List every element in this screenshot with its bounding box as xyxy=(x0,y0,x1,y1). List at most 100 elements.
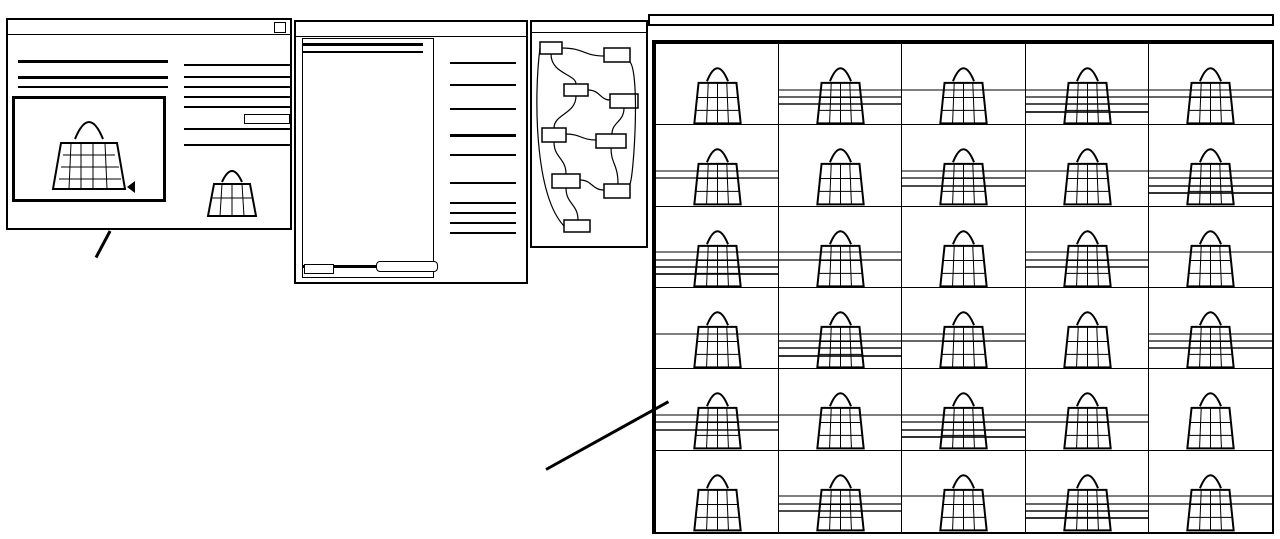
handbag-icon xyxy=(1026,44,1149,125)
handbag-icon xyxy=(902,288,1025,369)
node-graph-titlebar xyxy=(532,22,646,33)
result-thumbnail[interactable] xyxy=(778,450,903,533)
handbag-icon xyxy=(902,44,1025,125)
handbag-icon xyxy=(902,369,1025,450)
result-thumbnail[interactable] xyxy=(655,206,780,289)
input-panel-titlebar xyxy=(8,20,290,35)
handbag-icon xyxy=(1026,288,1149,369)
handbag-icon xyxy=(1149,207,1272,288)
handbag-icon xyxy=(656,125,779,206)
handbag-icon xyxy=(1149,288,1272,369)
settings-details xyxy=(442,38,522,274)
handbag-icon xyxy=(1149,125,1272,206)
handbag-icon xyxy=(902,451,1025,532)
apply-button[interactable] xyxy=(244,114,290,124)
result-thumbnail[interactable] xyxy=(655,124,780,207)
handbag-icon xyxy=(779,288,902,369)
handbag-icon xyxy=(902,207,1025,288)
result-thumbnail[interactable] xyxy=(901,43,1026,126)
detail-line xyxy=(450,154,516,156)
detail-line xyxy=(450,134,516,137)
node-graph-icon[interactable] xyxy=(534,34,646,244)
handbag-icon xyxy=(656,451,779,532)
input-field-line[interactable] xyxy=(18,60,168,63)
handbag-icon xyxy=(779,207,902,288)
handbag-icon xyxy=(779,369,902,450)
handbag-icon xyxy=(1026,207,1149,288)
result-thumbnail[interactable] xyxy=(1148,368,1273,451)
detail-line xyxy=(450,182,516,184)
result-thumbnail[interactable] xyxy=(901,450,1026,533)
handbag-icon xyxy=(779,451,902,532)
result-thumbnail[interactable] xyxy=(1148,450,1273,533)
detail-line xyxy=(450,212,516,214)
product-preview[interactable] xyxy=(12,96,166,202)
handbag-icon xyxy=(1149,451,1272,532)
handbag-icon xyxy=(200,158,264,222)
detail-line xyxy=(450,222,516,224)
handbag-icon xyxy=(15,99,163,199)
settings-panel-titlebar xyxy=(296,22,526,37)
result-thumbnail[interactable] xyxy=(1025,124,1150,207)
option-line[interactable] xyxy=(184,86,292,88)
result-thumbnail[interactable] xyxy=(901,368,1026,451)
result-thumbnail[interactable] xyxy=(1025,206,1150,289)
result-thumbnail[interactable] xyxy=(655,287,780,370)
results-grid-cells xyxy=(655,43,1271,531)
handbag-icon xyxy=(656,288,779,369)
result-thumbnail[interactable] xyxy=(778,43,903,126)
ok-button[interactable] xyxy=(304,264,334,274)
node-graph-panel xyxy=(530,20,648,248)
list-item[interactable] xyxy=(303,43,423,46)
result-thumbnail[interactable] xyxy=(901,124,1026,207)
result-thumbnail[interactable] xyxy=(655,450,780,533)
handbag-icon xyxy=(779,125,902,206)
settings-panel xyxy=(294,20,528,284)
result-thumbnail[interactable] xyxy=(778,124,903,207)
result-thumbnail[interactable] xyxy=(901,287,1026,370)
detail-line xyxy=(450,202,516,204)
result-thumbnail[interactable] xyxy=(1025,450,1150,533)
list-item[interactable] xyxy=(303,51,423,53)
detail-line xyxy=(450,84,516,86)
result-thumbnail[interactable] xyxy=(655,368,780,451)
result-thumbnail[interactable] xyxy=(1025,368,1150,451)
result-thumbnail[interactable] xyxy=(1148,124,1273,207)
handbag-icon xyxy=(656,44,779,125)
handbag-icon xyxy=(656,369,779,450)
results-grid[interactable] xyxy=(652,40,1274,534)
option-line[interactable] xyxy=(184,76,292,78)
handbag-icon xyxy=(1149,44,1272,125)
input-field-line[interactable] xyxy=(18,86,168,88)
option-line[interactable] xyxy=(184,144,292,146)
result-thumbnail[interactable] xyxy=(1148,206,1273,289)
detail-line xyxy=(450,108,516,110)
handbag-icon xyxy=(656,207,779,288)
result-thumbnail[interactable] xyxy=(655,43,780,126)
result-thumbnail[interactable] xyxy=(901,206,1026,289)
result-thumbnail[interactable] xyxy=(1148,287,1273,370)
handbag-icon xyxy=(1026,451,1149,532)
result-thumbnail[interactable] xyxy=(1025,43,1150,126)
option-line[interactable] xyxy=(184,106,292,108)
input-field-line[interactable] xyxy=(18,76,168,79)
arrow-icon xyxy=(95,230,112,258)
arrow-icon xyxy=(545,400,669,470)
settings-list[interactable] xyxy=(302,38,434,278)
input-panel xyxy=(6,18,292,230)
result-thumbnail[interactable] xyxy=(778,206,903,289)
option-line[interactable] xyxy=(184,64,292,66)
detail-line xyxy=(450,232,516,234)
input-close-button[interactable] xyxy=(274,22,286,33)
handbag-icon xyxy=(779,44,902,125)
result-thumbnail[interactable] xyxy=(778,368,903,451)
result-thumbnail[interactable] xyxy=(1148,43,1273,126)
detail-line xyxy=(450,62,516,64)
result-thumbnail[interactable] xyxy=(1025,287,1150,370)
run-button[interactable] xyxy=(376,261,438,272)
handbag-icon xyxy=(1149,369,1272,450)
handbag-icon xyxy=(902,125,1025,206)
result-thumbnail[interactable] xyxy=(778,287,903,370)
option-line[interactable] xyxy=(184,128,292,130)
option-line[interactable] xyxy=(184,96,292,98)
